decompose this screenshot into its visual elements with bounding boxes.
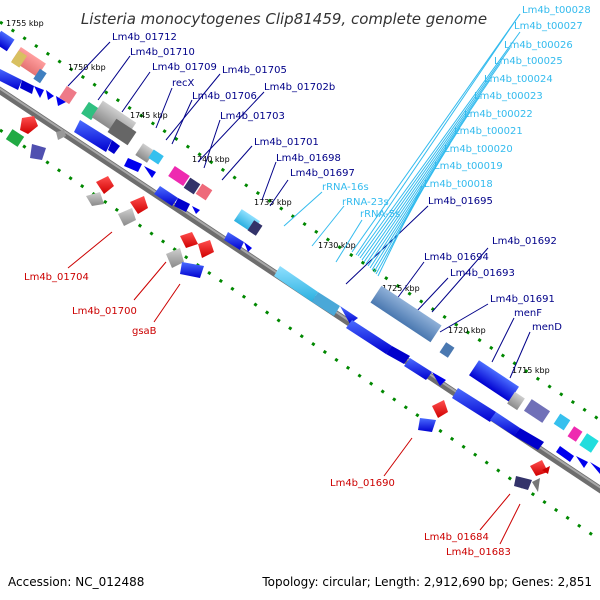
- gene-label: Lm4b_01692: [492, 236, 557, 247]
- gene-label: Lm4b_01706: [192, 91, 257, 102]
- gene-label: menD: [532, 322, 562, 333]
- rna-label: rRNA-23s: [342, 197, 389, 208]
- gene-label: Lm4b_01702b: [264, 82, 335, 93]
- gene-label: Lm4b_01693: [450, 268, 515, 279]
- gene-features: [0, 30, 600, 492]
- gene-label: Lm4b_01710: [130, 47, 195, 58]
- rna-label: Lm4b_t00020: [444, 144, 513, 155]
- rna-label: Lm4b_t00019: [434, 161, 503, 172]
- gene-label: Lm4b_01703: [220, 111, 285, 122]
- rna-label: Lm4b_t00026: [504, 40, 573, 51]
- kbp-marker-1750: 1750 kbp: [68, 63, 106, 72]
- rna-label: Lm4b_t00027: [514, 21, 583, 32]
- gene-label: Lm4b_01697: [290, 168, 355, 179]
- gene-label-reverse: Lm4b_01683: [446, 547, 511, 558]
- labels-reverse: Lm4b_01704 Lm4b_01700 gsaB Lm4b_01690 Lm…: [24, 272, 511, 558]
- topology-text: Topology: circular; Length: 2,912,690 bp…: [261, 575, 592, 589]
- gene-label: Lm4b_01709: [152, 62, 217, 73]
- accession-text: Accession: NC_012488: [8, 575, 144, 589]
- gene-label-reverse: gsaB: [132, 326, 157, 337]
- rna-label: Lm4b_t00024: [484, 74, 553, 85]
- rna-label: Lm4b_t00028: [522, 5, 591, 16]
- kbp-marker-1740: 1740 kbp: [192, 155, 230, 164]
- labels-rna: Lm4b_t00028 Lm4b_t00027 Lm4b_t00026 Lm4b…: [322, 5, 591, 220]
- kbp-marker-1720: 1720 kbp: [448, 326, 486, 335]
- rna-label: Lm4b_t00025: [494, 56, 563, 67]
- gene-label: Lm4b_01691: [490, 294, 555, 305]
- gene-label-reverse: Lm4b_01684: [424, 532, 489, 543]
- gene-label: Lm4b_01705: [222, 65, 287, 76]
- gene-label: recX: [172, 78, 195, 89]
- labels-forward: Lm4b_01712 Lm4b_01710 Lm4b_01709 recX Lm…: [112, 32, 562, 333]
- gene-label: Lm4b_01694: [424, 252, 489, 263]
- rna-label: rRNA-5s: [360, 209, 400, 220]
- tick-line-inner: [0, 128, 600, 542]
- kbp-marker-1755: 1755 kbp: [6, 19, 44, 28]
- gene-label-reverse: Lm4b_01704: [24, 272, 89, 283]
- gene-label: Lm4b_01701: [254, 137, 319, 148]
- rna-label: Lm4b_t00023: [474, 91, 543, 102]
- kbp-marker-1715: 1715 kbp: [512, 366, 550, 375]
- rna-label: Lm4b_t00021: [454, 126, 523, 137]
- chart-title: Listeria monocytogenes Clip81459, comple…: [81, 10, 487, 28]
- gene-label: Lm4b_01695: [428, 196, 493, 207]
- label-leader-lines: [67, 13, 531, 545]
- rna-label: Lm4b_t00022: [464, 109, 533, 120]
- gene-label-reverse: Lm4b_01690: [330, 478, 395, 489]
- kbp-marker-1745: 1745 kbp: [130, 111, 168, 120]
- rna-label: Lm4b_t00018: [424, 179, 493, 190]
- kbp-marker-1730: 1730 kbp: [318, 241, 356, 250]
- gene-label: menF: [514, 308, 542, 319]
- kbp-marker-1725: 1725 kbp: [382, 284, 420, 293]
- gene-label-reverse: Lm4b_01700: [72, 306, 137, 317]
- gene-label: Lm4b_01712: [112, 32, 177, 43]
- rna-label: rRNA-16s: [322, 182, 369, 193]
- gene-label: Lm4b_01698: [276, 153, 341, 164]
